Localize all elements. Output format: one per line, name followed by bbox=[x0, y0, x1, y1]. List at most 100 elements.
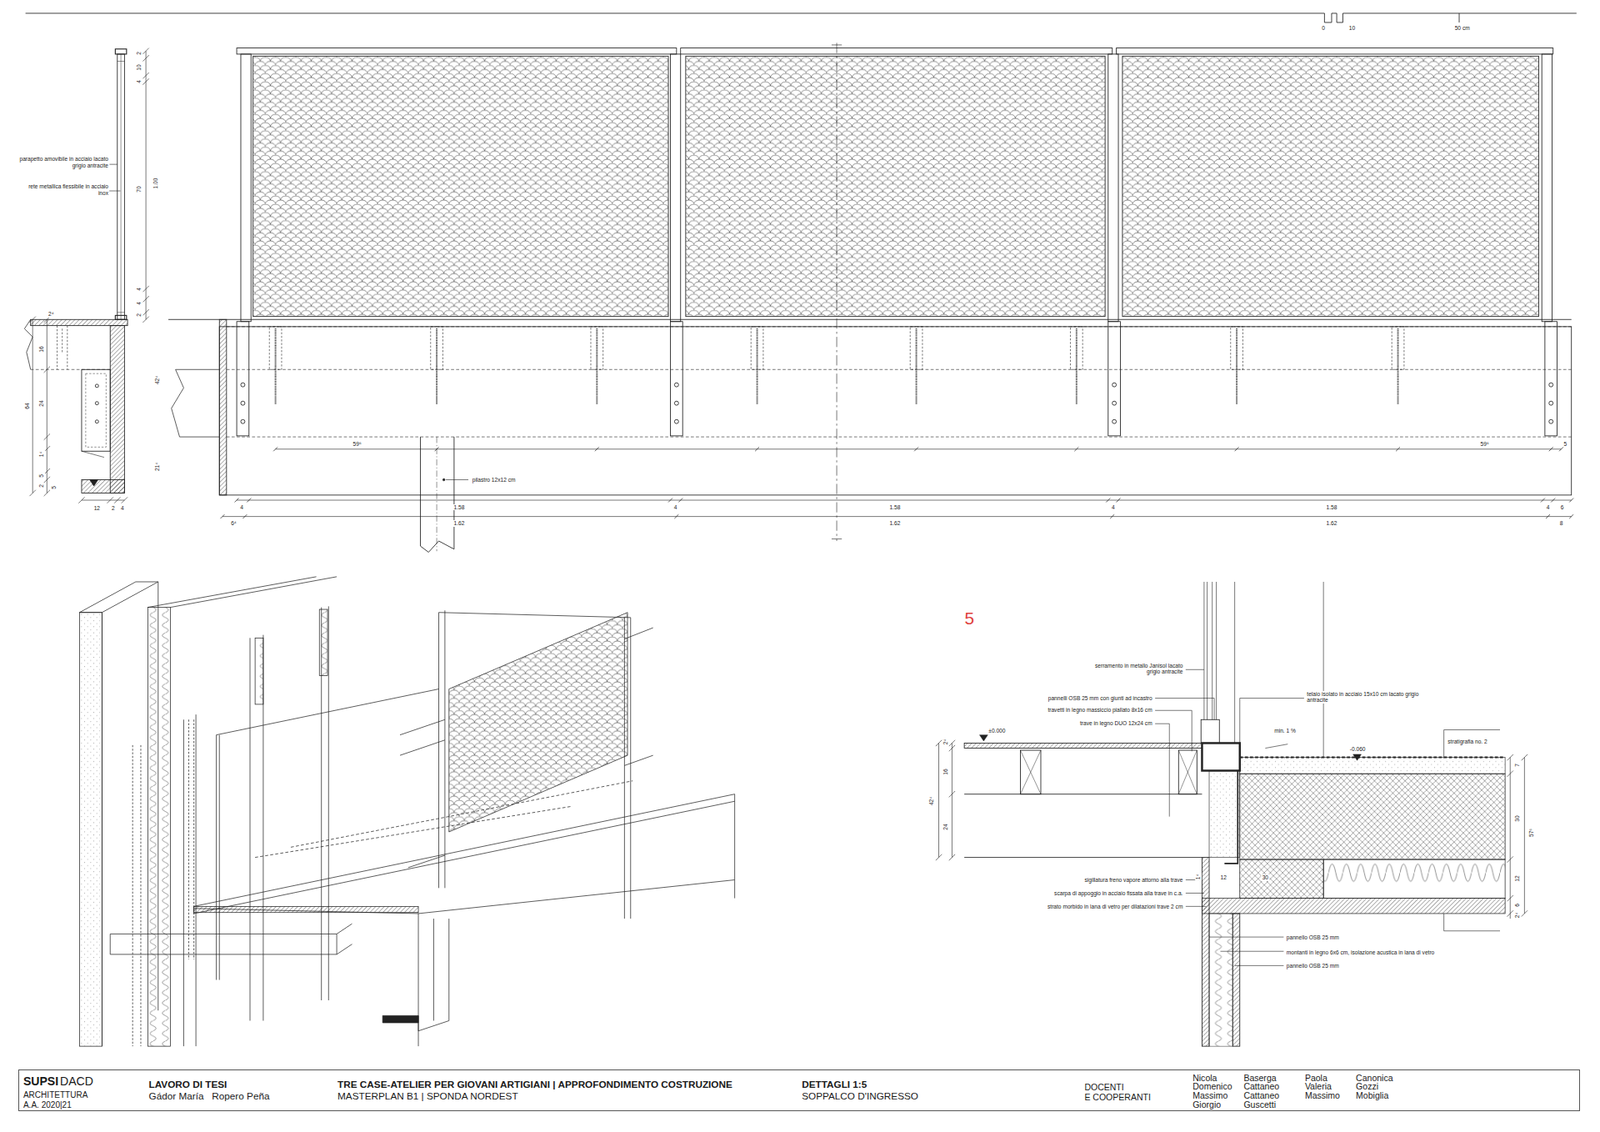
parapet-section bbox=[95, 401, 99, 405]
axonometric-view bbox=[148, 607, 171, 1047]
title-text: A.A. 2020|21 bbox=[23, 1100, 72, 1110]
axonometric-view bbox=[194, 794, 735, 1046]
dimension-label: 4 bbox=[673, 504, 679, 511]
dimension-label: 6 bbox=[1514, 902, 1521, 908]
parapet-elevation bbox=[685, 55, 1105, 316]
dimension-label: 4 bbox=[239, 504, 245, 511]
annotation: stratigrafia no. 2 bbox=[1446, 738, 1488, 745]
parapet-section bbox=[85, 373, 106, 447]
detail-section bbox=[1240, 773, 1505, 860]
leader-line bbox=[1155, 669, 1305, 965]
axonometric-view bbox=[183, 605, 329, 1046]
axonometric-view bbox=[80, 612, 103, 1046]
annotation: pilastro 12x12 cm bbox=[471, 476, 517, 484]
dimension-label: 4 bbox=[1545, 504, 1551, 511]
steel-bracket bbox=[670, 321, 683, 436]
detail-section bbox=[935, 740, 942, 860]
parapet-elevation bbox=[445, 479, 469, 480]
parapet-elevation bbox=[831, 42, 842, 541]
parapet-elevation bbox=[219, 319, 227, 495]
detail-section bbox=[1178, 750, 1197, 795]
parapet-section bbox=[30, 316, 50, 497]
title-text: DOCENTI bbox=[1084, 1082, 1124, 1093]
leader-line bbox=[1220, 950, 1284, 952]
parapet-elevation bbox=[1122, 55, 1540, 316]
title-text: MASTERPLAN B1 | SPONDA NORDEST bbox=[337, 1090, 519, 1102]
axonometric-view bbox=[439, 610, 631, 919]
dimension-label: 0 bbox=[1320, 25, 1326, 32]
steel-bracket bbox=[240, 382, 245, 387]
dimension-label: 30 bbox=[1514, 814, 1521, 822]
parapet-section bbox=[24, 319, 33, 370]
leader-line bbox=[1209, 936, 1284, 938]
axonometric-view bbox=[255, 780, 633, 858]
parapet-section bbox=[78, 496, 128, 503]
detail-section bbox=[935, 581, 1528, 1046]
dimension-label: 12 bbox=[1514, 875, 1521, 883]
joist-anchor bbox=[756, 328, 759, 405]
parapet-section bbox=[81, 369, 110, 451]
parapet-elevation bbox=[420, 436, 454, 552]
parapet-section bbox=[110, 325, 125, 494]
annotation: strato morbido in lana di vetro per dila… bbox=[1046, 903, 1184, 910]
dimension-label: -0.060 bbox=[1349, 745, 1367, 753]
title-block: SUPSIDACDARCHITETTURAA.A. 2020|21LAVORO … bbox=[18, 1069, 1580, 1111]
steel-bracket bbox=[674, 382, 679, 387]
parapet-elevation bbox=[236, 48, 677, 55]
dimension-label: 6⁴ bbox=[230, 520, 238, 527]
joist-anchor bbox=[1075, 328, 1078, 405]
parapet-elevation bbox=[236, 500, 1572, 501]
dimension-label: 24 bbox=[38, 399, 45, 407]
parapet-section bbox=[142, 48, 149, 323]
frame-line bbox=[25, 13, 1577, 23]
leader-line bbox=[1155, 710, 1192, 751]
parapet-section bbox=[95, 384, 99, 388]
annotation: serramento in metallo Janisol lacato gri… bbox=[1085, 662, 1184, 675]
annotation: scarpa di appoggio in acciaio fissata al… bbox=[1053, 890, 1184, 897]
detail-section bbox=[1020, 750, 1040, 795]
leader-line bbox=[1185, 905, 1206, 907]
detail-section bbox=[1265, 744, 1288, 749]
axonometric-view bbox=[132, 719, 194, 1046]
annotation: parapetto amovibile in acciaio lacato gr… bbox=[9, 155, 110, 169]
detail-section bbox=[1201, 898, 1505, 914]
annotation: sigillatura freno vapore attorno alla tr… bbox=[1083, 876, 1184, 884]
parapet-section bbox=[120, 54, 122, 320]
detail-section bbox=[964, 742, 1202, 748]
dimension-label: 1.58 bbox=[453, 504, 466, 511]
parapet-section bbox=[57, 325, 68, 370]
parapet-elevation bbox=[219, 326, 1571, 495]
title-text: Gádor María Ropero Peña bbox=[149, 1090, 270, 1102]
parapet-elevation bbox=[168, 42, 1574, 552]
parapet-section bbox=[24, 48, 149, 504]
parapet-elevation bbox=[436, 436, 438, 551]
parapet-section bbox=[30, 319, 128, 325]
dimension-label: 2⁴ bbox=[1514, 911, 1521, 920]
annotation: montanti in legno 6x6 cm, isolazione acu… bbox=[1285, 949, 1435, 956]
dimension-label: 1.62 bbox=[453, 520, 466, 527]
parapet-section bbox=[81, 480, 125, 494]
steel-bracket bbox=[674, 400, 679, 405]
joist-anchor bbox=[275, 328, 277, 405]
dimension-label: 16 bbox=[942, 767, 950, 775]
dimension-label: 2 bbox=[135, 50, 143, 56]
dimension-label: 59⁶ bbox=[1480, 440, 1490, 448]
parapet-section bbox=[90, 480, 99, 486]
detail-section bbox=[1209, 913, 1233, 1046]
detail-section bbox=[1201, 857, 1210, 1047]
joist-anchor bbox=[1397, 328, 1400, 405]
dimension-label: ±0.000 bbox=[987, 727, 1006, 735]
dimension-label: 2⁴ bbox=[47, 310, 55, 318]
joist-anchor bbox=[915, 328, 918, 405]
parapet-elevation bbox=[220, 514, 1574, 519]
dimension-label: 4 bbox=[1110, 504, 1116, 511]
leader-line bbox=[1155, 723, 1170, 816]
dimension-label: 2 bbox=[38, 483, 45, 489]
steel-bracket bbox=[236, 321, 250, 436]
parapet-section bbox=[32, 319, 47, 493]
dimension-label: 1.00 bbox=[153, 177, 160, 190]
parapet-elevation bbox=[168, 319, 1572, 320]
dimension-label: 24 bbox=[942, 822, 950, 830]
axonometric-view bbox=[80, 581, 159, 613]
parapet-elevation bbox=[171, 369, 220, 437]
